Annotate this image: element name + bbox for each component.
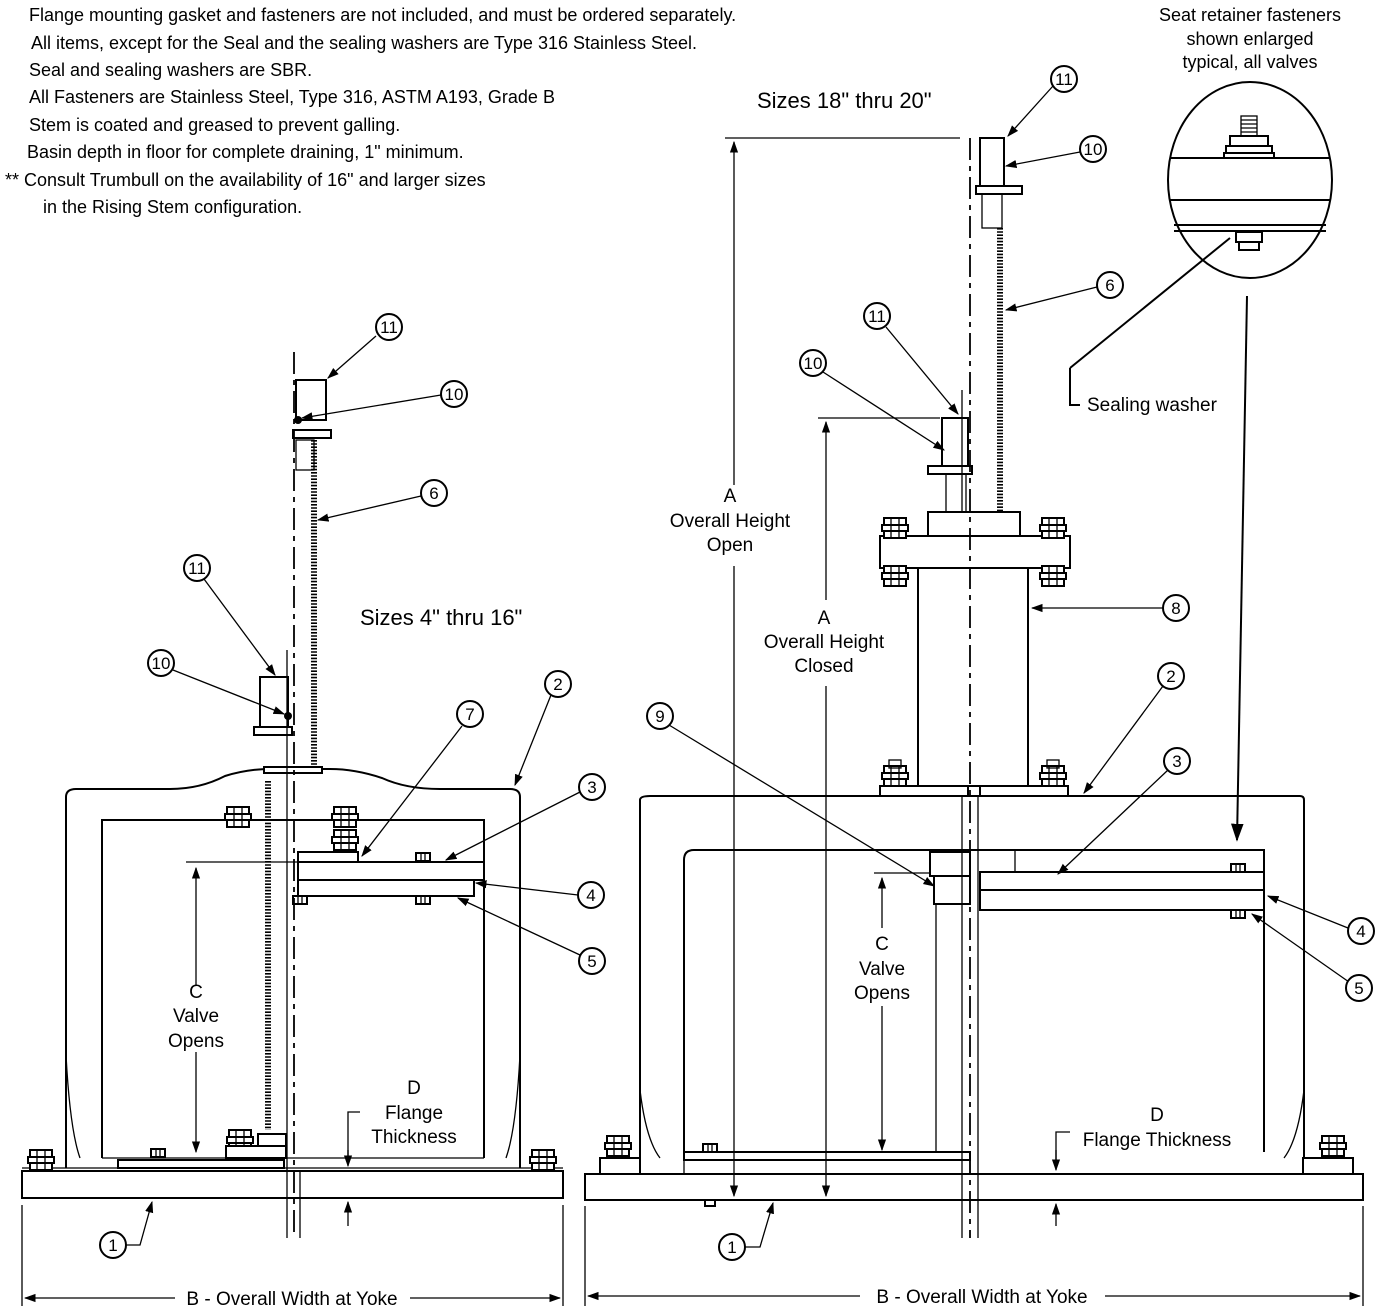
right-stem-coupling (933, 875, 971, 905)
left-balloon-2: 2 (553, 675, 562, 694)
right-balloon-10-upper: 10 (1084, 140, 1103, 159)
left-balloon-11-lower: 11 (188, 559, 206, 578)
left-dim-d-line2: Flange (385, 1103, 443, 1124)
right-view: Sizes 18" thru 20" (584, 88, 1364, 1308)
right-balloon-6: 6 (1105, 276, 1114, 295)
right-balloon-5: 5 (1354, 979, 1363, 998)
left-balloon-4: 4 (586, 886, 595, 905)
right-dim-c-line2: Valve (859, 959, 905, 980)
left-dim-d-letter: D (407, 1078, 421, 1099)
left-dim-d-line3: Thickness (371, 1127, 457, 1148)
left-yoke (65, 768, 521, 1168)
left-balloon-6: 6 (429, 484, 438, 503)
left-balloon-7: 7 (465, 705, 474, 724)
right-balloon-8: 8 (1171, 599, 1180, 618)
note-fasteners: All Fasteners are Stainless Steel, Type … (29, 87, 555, 107)
note-basin: Basin depth in floor for complete draini… (27, 142, 464, 162)
left-disc (297, 879, 475, 897)
left-dim-c-line2: Valve (173, 1006, 219, 1027)
right-column (917, 567, 1029, 787)
right-balloon-11-lower: 11 (868, 307, 886, 326)
left-balloon-10-lower: 10 (152, 654, 171, 673)
right-base-flange (584, 1173, 1364, 1201)
left-seat-plate (297, 861, 485, 881)
right-dim-c-letter: C (875, 934, 889, 955)
right-lower-nut-cap (941, 417, 969, 467)
dim-a-closed-line3: Closed (794, 656, 853, 677)
left-dim-c-letter: C (189, 982, 203, 1003)
right-balloon-3: 3 (1172, 752, 1181, 771)
note-consult: ** Consult Trumbull on the availability … (5, 170, 486, 190)
dim-a-open-letter: A (724, 486, 737, 507)
detail-nut (1235, 231, 1263, 243)
left-balloon-10-upper: 10 (445, 385, 464, 404)
part-balloons: 11 10 6 11 10 2 7 3 4 5 1 11 (99, 65, 1375, 1261)
left-upper-nut-cap (295, 379, 327, 421)
right-dim-b: B - Overall Width at Yoke (876, 1287, 1087, 1308)
detail-caption-line3: typical, all valves (1182, 52, 1317, 72)
note-rising-stem: in the Rising Stem configuration. (43, 197, 302, 217)
left-balloon-1: 1 (108, 1236, 117, 1255)
detail-caption-line1: Seat retainer fasteners (1159, 5, 1341, 25)
right-balloon-9: 9 (655, 707, 664, 726)
right-balloon-11-upper: 11 (1055, 70, 1073, 89)
right-dim-c-line3: Opens (854, 983, 910, 1004)
left-base-flange (21, 1170, 564, 1199)
left-view: Sizes 4" thru 16" (21, 352, 564, 1310)
right-balloon-10-lower: 10 (804, 354, 823, 373)
fastener-detail: Seat retainer fasteners shown enlarged t… (1069, 5, 1341, 842)
left-balloon-11-upper: 11 (380, 318, 398, 337)
detail-circle (1167, 81, 1333, 279)
right-balloon-2: 2 (1166, 667, 1175, 686)
sealing-washer-label: Sealing washer (1087, 395, 1218, 416)
general-notes: Flange mounting gasket and fasteners are… (5, 5, 736, 217)
note-stem: Stem is coated and greased to prevent ga… (29, 115, 400, 135)
left-balloon-5: 5 (587, 952, 596, 971)
right-dim-d-letter: D (1150, 1105, 1164, 1126)
right-seat-plate (979, 871, 1265, 891)
dim-a-open-line3: Open (707, 535, 753, 556)
dim-a-closed-line2: Overall Height (764, 632, 885, 653)
right-yoke (639, 795, 1305, 1158)
right-column-flange (879, 535, 1071, 569)
note-gasket: Flange mounting gasket and fasteners are… (29, 5, 736, 25)
left-lower-nut-cap (259, 676, 289, 728)
note-stainless: All items, except for the Seal and the s… (31, 33, 697, 53)
left-balloon-3: 3 (587, 778, 596, 797)
left-dim-b: B - Overall Width at Yoke (186, 1289, 397, 1310)
note-seal: Seal and sealing washers are SBR. (29, 60, 312, 80)
dim-a-closed-letter: A (818, 608, 831, 629)
right-dim-d-line2: Flange Thickness (1083, 1130, 1232, 1151)
right-view-title: Sizes 18" thru 20" (757, 88, 932, 113)
right-disc (979, 889, 1265, 911)
left-view-title: Sizes 4" thru 16" (360, 605, 522, 630)
left-dim-c-line3: Opens (168, 1031, 224, 1052)
right-upper-nut-cap (979, 137, 1005, 187)
right-balloon-4: 4 (1356, 922, 1365, 941)
detail-stud (1240, 115, 1258, 137)
right-balloon-1: 1 (727, 1238, 736, 1257)
detail-caption-line2: shown enlarged (1186, 29, 1313, 49)
dim-a-open-line2: Overall Height (670, 511, 791, 532)
